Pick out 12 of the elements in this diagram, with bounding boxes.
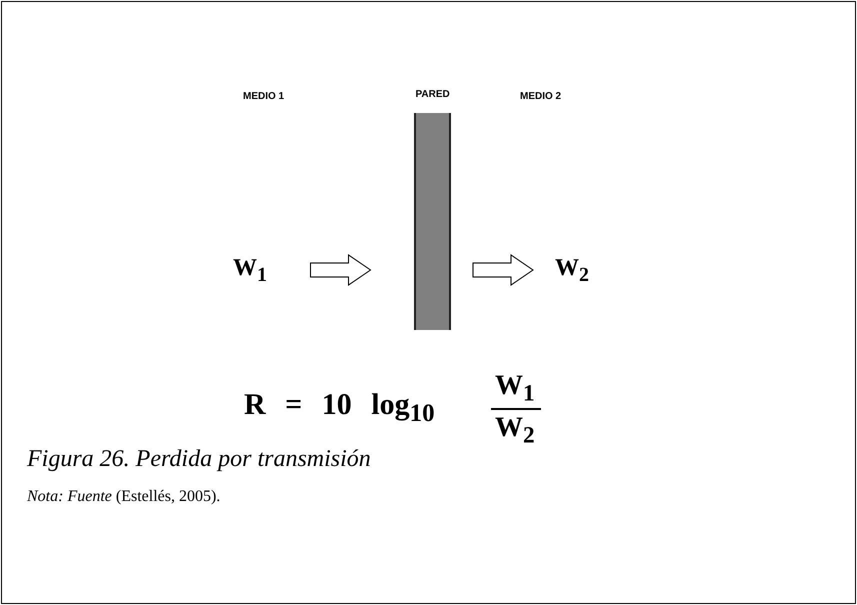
variable-label: W$_{2}$ [555,255,589,287]
wall-label: PARED [416,89,450,100]
formula-text: R = 10 log$_{10}$ [244,388,435,428]
figure-caption: Figura 26. Perdida por transmisión [27,446,371,473]
block-arrow [472,254,534,286]
medium-label: MEDIO 1 [243,91,284,102]
denominator-text: W$_{2}$ [495,412,535,450]
medium-label: MEDIO 2 [520,91,562,102]
block-arrow [310,254,372,286]
numerator-text: W$_{1}$ [495,370,535,408]
source-note: Nota: Fuente (Estellés, 2005). [27,488,220,506]
variable-label: W$_{1}$ [233,255,267,287]
